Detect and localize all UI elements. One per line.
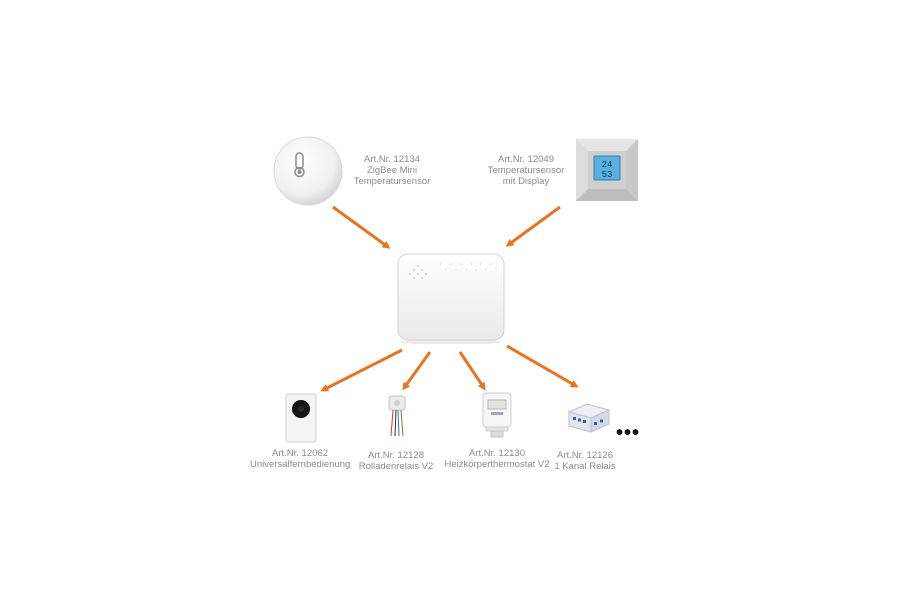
svg-text:24: 24 (602, 160, 613, 170)
svg-text:53: 53 (602, 170, 613, 180)
arrow-mini-sensor-to-hub (332, 205, 391, 249)
display-sensor-label: Art.Nr. 12049 Temperatursensor mit Displ… (487, 154, 565, 187)
universal-control-label: Art.Nr. 12062 Universalfernbedienung (250, 448, 351, 470)
arrow-hub-to-universal-control (320, 348, 403, 392)
arrow-display-sensor-to-hub (505, 205, 561, 247)
radiator-thermostat-icon (480, 392, 514, 438)
display-temperature-sensor-icon: 24 53 (575, 138, 639, 202)
one-channel-relay-icon (565, 400, 611, 436)
arrow-hub-to-relay (506, 344, 579, 388)
mini-sensor-label: Art.Nr. 12134 ZigBee Mini Temperatursens… (353, 154, 431, 187)
arrow-hub-to-radiator-thermostat (458, 351, 486, 391)
universal-remote-icon (285, 393, 317, 443)
shutter-relay-label: Art.Nr. 12128 Rolladenrelais V2 (358, 450, 434, 472)
more-devices-indicator: ••• (616, 422, 641, 444)
arrow-hub-to-shutter-relay (402, 351, 432, 391)
gateway-hub-icon (396, 252, 506, 345)
round-temperature-sensor-icon (272, 135, 344, 207)
shutter-relay-icon (385, 394, 409, 438)
radiator-thermostat-label: Art.Nr. 12130 Heizkörperthermostat V2 (444, 448, 550, 470)
relay-label: Art.Nr. 12126 1 Kanal Relais (554, 450, 616, 472)
